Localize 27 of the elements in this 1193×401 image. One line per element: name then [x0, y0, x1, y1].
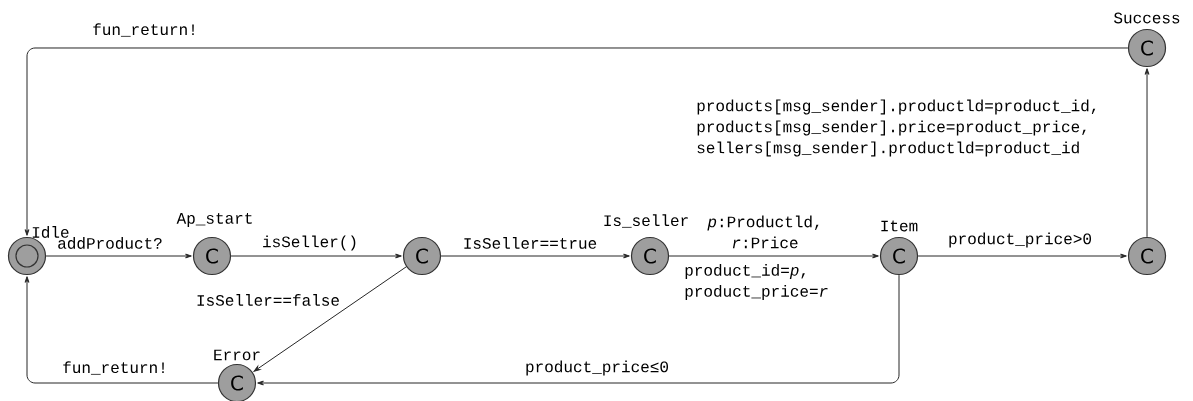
- update-label: products[msg_sender].productld=product_id, products[msg_sender].price=product_price, sellers[msg_sender].productld=product_id: [697, 99, 1096, 157]
- arrow: [1144, 68, 1150, 238]
- edge-label: product_price≤0: [526, 360, 668, 376]
- arrow: [24, 276, 219, 384]
- edge-label: IsSeller==true: [464, 237, 597, 249]
- edge-label: fun_return!: [93, 23, 194, 37]
- arrow: [253, 266, 407, 372]
- state-name: Success: [1114, 12, 1180, 24]
- state-name: Is_seller: [604, 214, 688, 228]
- arrow: [45, 253, 192, 259]
- update-label: product_id=p, product_price=r: [685, 264, 828, 300]
- arrow: [257, 274, 900, 386]
- state-name: Item: [881, 220, 918, 232]
- edge-label: addProduct?: [58, 237, 162, 249]
- arrow: [917, 253, 1127, 259]
- state-name: Ap_start: [176, 213, 252, 227]
- edge-label: fun_return!: [63, 361, 164, 375]
- arrow: [668, 253, 879, 259]
- edge-label: product_price>0: [949, 232, 1092, 248]
- arrow: [24, 47, 1129, 236]
- state-name: Idle: [32, 226, 69, 238]
- edge-label: p:Productld, r:Price: [707, 215, 819, 249]
- edge-label: isSeller(): [263, 235, 356, 251]
- state-name: Error: [214, 349, 260, 361]
- arrow: [440, 253, 630, 259]
- arrow: [230, 253, 402, 259]
- edge-label: IsSeller==false: [197, 294, 339, 306]
